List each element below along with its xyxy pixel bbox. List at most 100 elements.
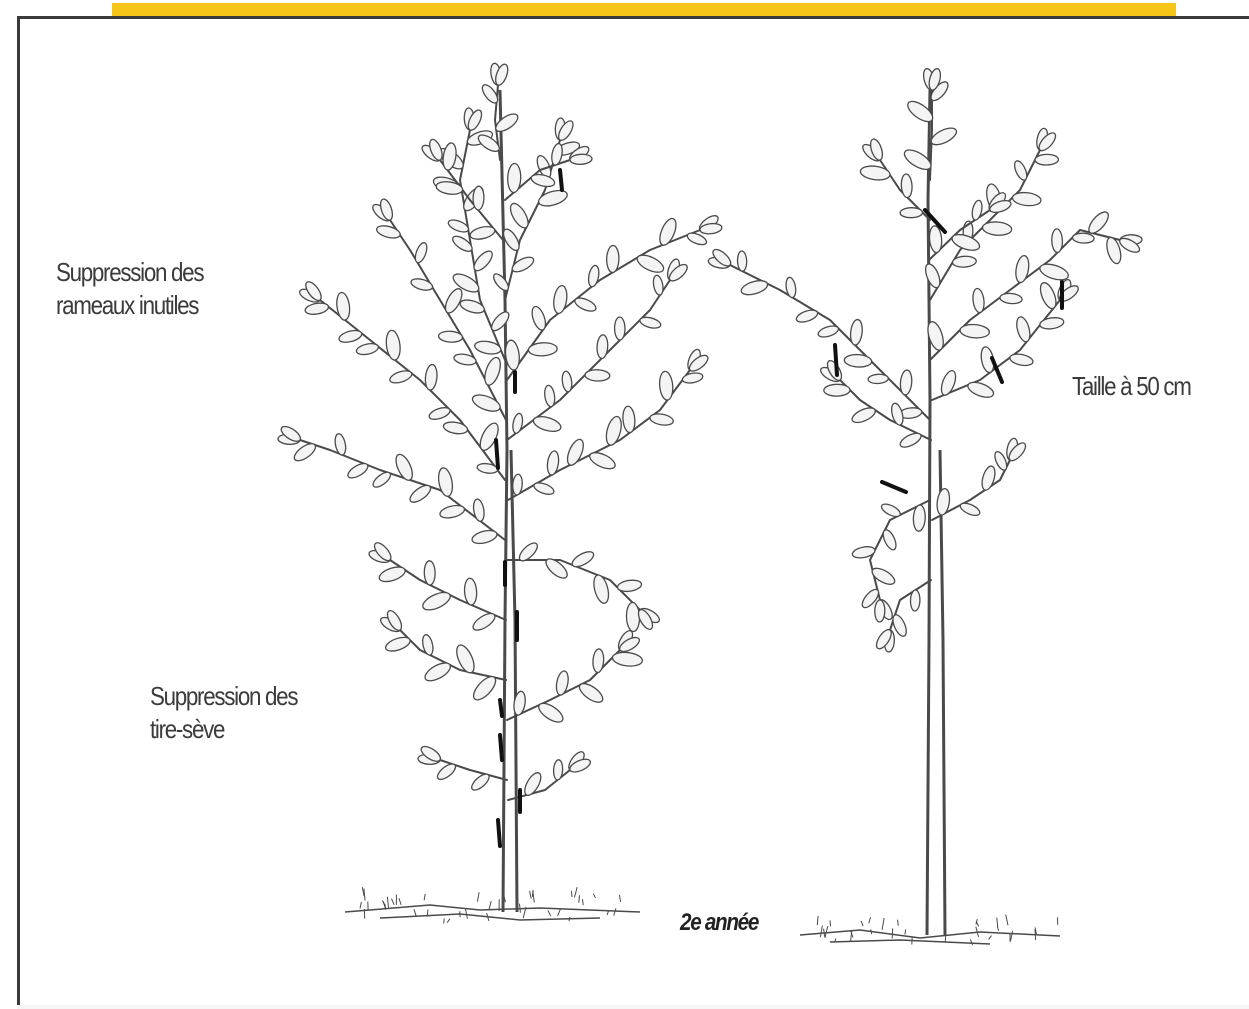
leaf	[606, 245, 619, 272]
leaf	[923, 262, 943, 290]
leaf	[612, 651, 643, 668]
leaf	[335, 292, 351, 321]
leaf	[573, 295, 598, 313]
leaf	[576, 680, 605, 706]
grass-stroke	[583, 899, 584, 905]
grass-stroke	[861, 921, 863, 926]
grass-stroke	[360, 902, 361, 909]
leaf	[850, 405, 877, 426]
label-taille: Taille à 50 cm	[1072, 370, 1191, 403]
grass-stroke	[1035, 929, 1036, 940]
leaf	[561, 371, 573, 393]
leaf	[471, 248, 495, 274]
grass-stroke	[533, 891, 535, 903]
leaf	[898, 430, 923, 450]
branch	[400, 630, 506, 680]
leaf	[972, 288, 986, 313]
leaf	[346, 461, 370, 481]
leaf	[511, 413, 524, 435]
grass-stroke	[387, 897, 388, 908]
leaf	[860, 164, 891, 181]
leaf	[522, 770, 544, 798]
leaf	[900, 207, 923, 217]
trunk	[940, 450, 945, 935]
ground-stroke	[345, 905, 640, 912]
leaf	[868, 374, 889, 384]
leaf	[473, 186, 484, 210]
leaf	[587, 449, 617, 472]
leaf	[596, 335, 608, 359]
leaf	[635, 252, 666, 276]
grass-stroke	[619, 895, 620, 902]
grass-stroke	[892, 928, 893, 938]
grass-stroke	[569, 917, 570, 921]
frame-bottom-edge	[17, 1005, 1249, 1009]
ground-stroke	[800, 930, 1060, 938]
trunk	[500, 90, 507, 912]
leaf	[507, 163, 521, 192]
grass-stroke	[830, 920, 831, 926]
label-line: tire-sève	[150, 713, 297, 746]
label-line: Suppression des	[150, 680, 297, 713]
leaf	[929, 125, 959, 148]
leaf	[1072, 233, 1094, 244]
label-line: Suppression des	[56, 256, 203, 289]
leaf	[649, 412, 674, 426]
leaf	[1051, 229, 1062, 253]
accent-bar	[112, 3, 1176, 16]
leaf	[1035, 154, 1059, 165]
grass-stroke	[520, 904, 521, 913]
leaf	[844, 354, 872, 368]
leaf	[443, 420, 469, 435]
leaf	[939, 369, 959, 397]
leaf	[971, 199, 984, 220]
leaf	[536, 700, 566, 726]
grass-stroke	[1011, 931, 1013, 941]
leaf	[491, 271, 511, 292]
leaf	[493, 111, 521, 135]
leaf	[682, 371, 704, 384]
leaf	[622, 406, 636, 433]
leaf	[393, 452, 416, 483]
leaf	[960, 323, 990, 339]
leaf	[614, 317, 625, 340]
leaf	[910, 590, 920, 611]
leaf	[1014, 315, 1032, 343]
grass-stroke	[898, 920, 899, 926]
leaf	[507, 201, 532, 231]
cut-mark	[882, 482, 906, 492]
grass-stroke	[558, 909, 561, 915]
leaf	[880, 502, 903, 520]
leaf	[591, 573, 611, 604]
leaf	[470, 392, 502, 415]
grass-stroke	[477, 892, 479, 902]
leaf	[658, 371, 674, 401]
leaf	[958, 501, 981, 518]
leaf	[570, 549, 596, 570]
grass-stroke	[579, 895, 580, 903]
leaf	[510, 254, 536, 274]
leaf	[407, 482, 433, 505]
leaf	[471, 528, 499, 546]
grass-stroke	[444, 918, 445, 923]
leaf	[464, 578, 478, 606]
grass-stroke	[1006, 915, 1008, 926]
ground-stroke	[830, 940, 990, 944]
grass-stroke	[905, 929, 906, 934]
leaf	[529, 305, 548, 332]
cut-mark	[835, 345, 837, 375]
leaf	[384, 635, 412, 654]
grass-stroke	[820, 925, 822, 937]
leaf	[453, 643, 477, 676]
leaf	[870, 565, 898, 587]
leaf	[371, 470, 393, 490]
leaf	[435, 761, 458, 782]
leaf	[477, 462, 499, 474]
leaf	[999, 292, 1022, 304]
leaf	[424, 561, 435, 585]
leaf	[1086, 209, 1112, 237]
grass-stroke	[548, 910, 551, 916]
leaf	[982, 221, 1012, 236]
leaf	[1037, 281, 1059, 311]
leaf	[652, 275, 664, 296]
